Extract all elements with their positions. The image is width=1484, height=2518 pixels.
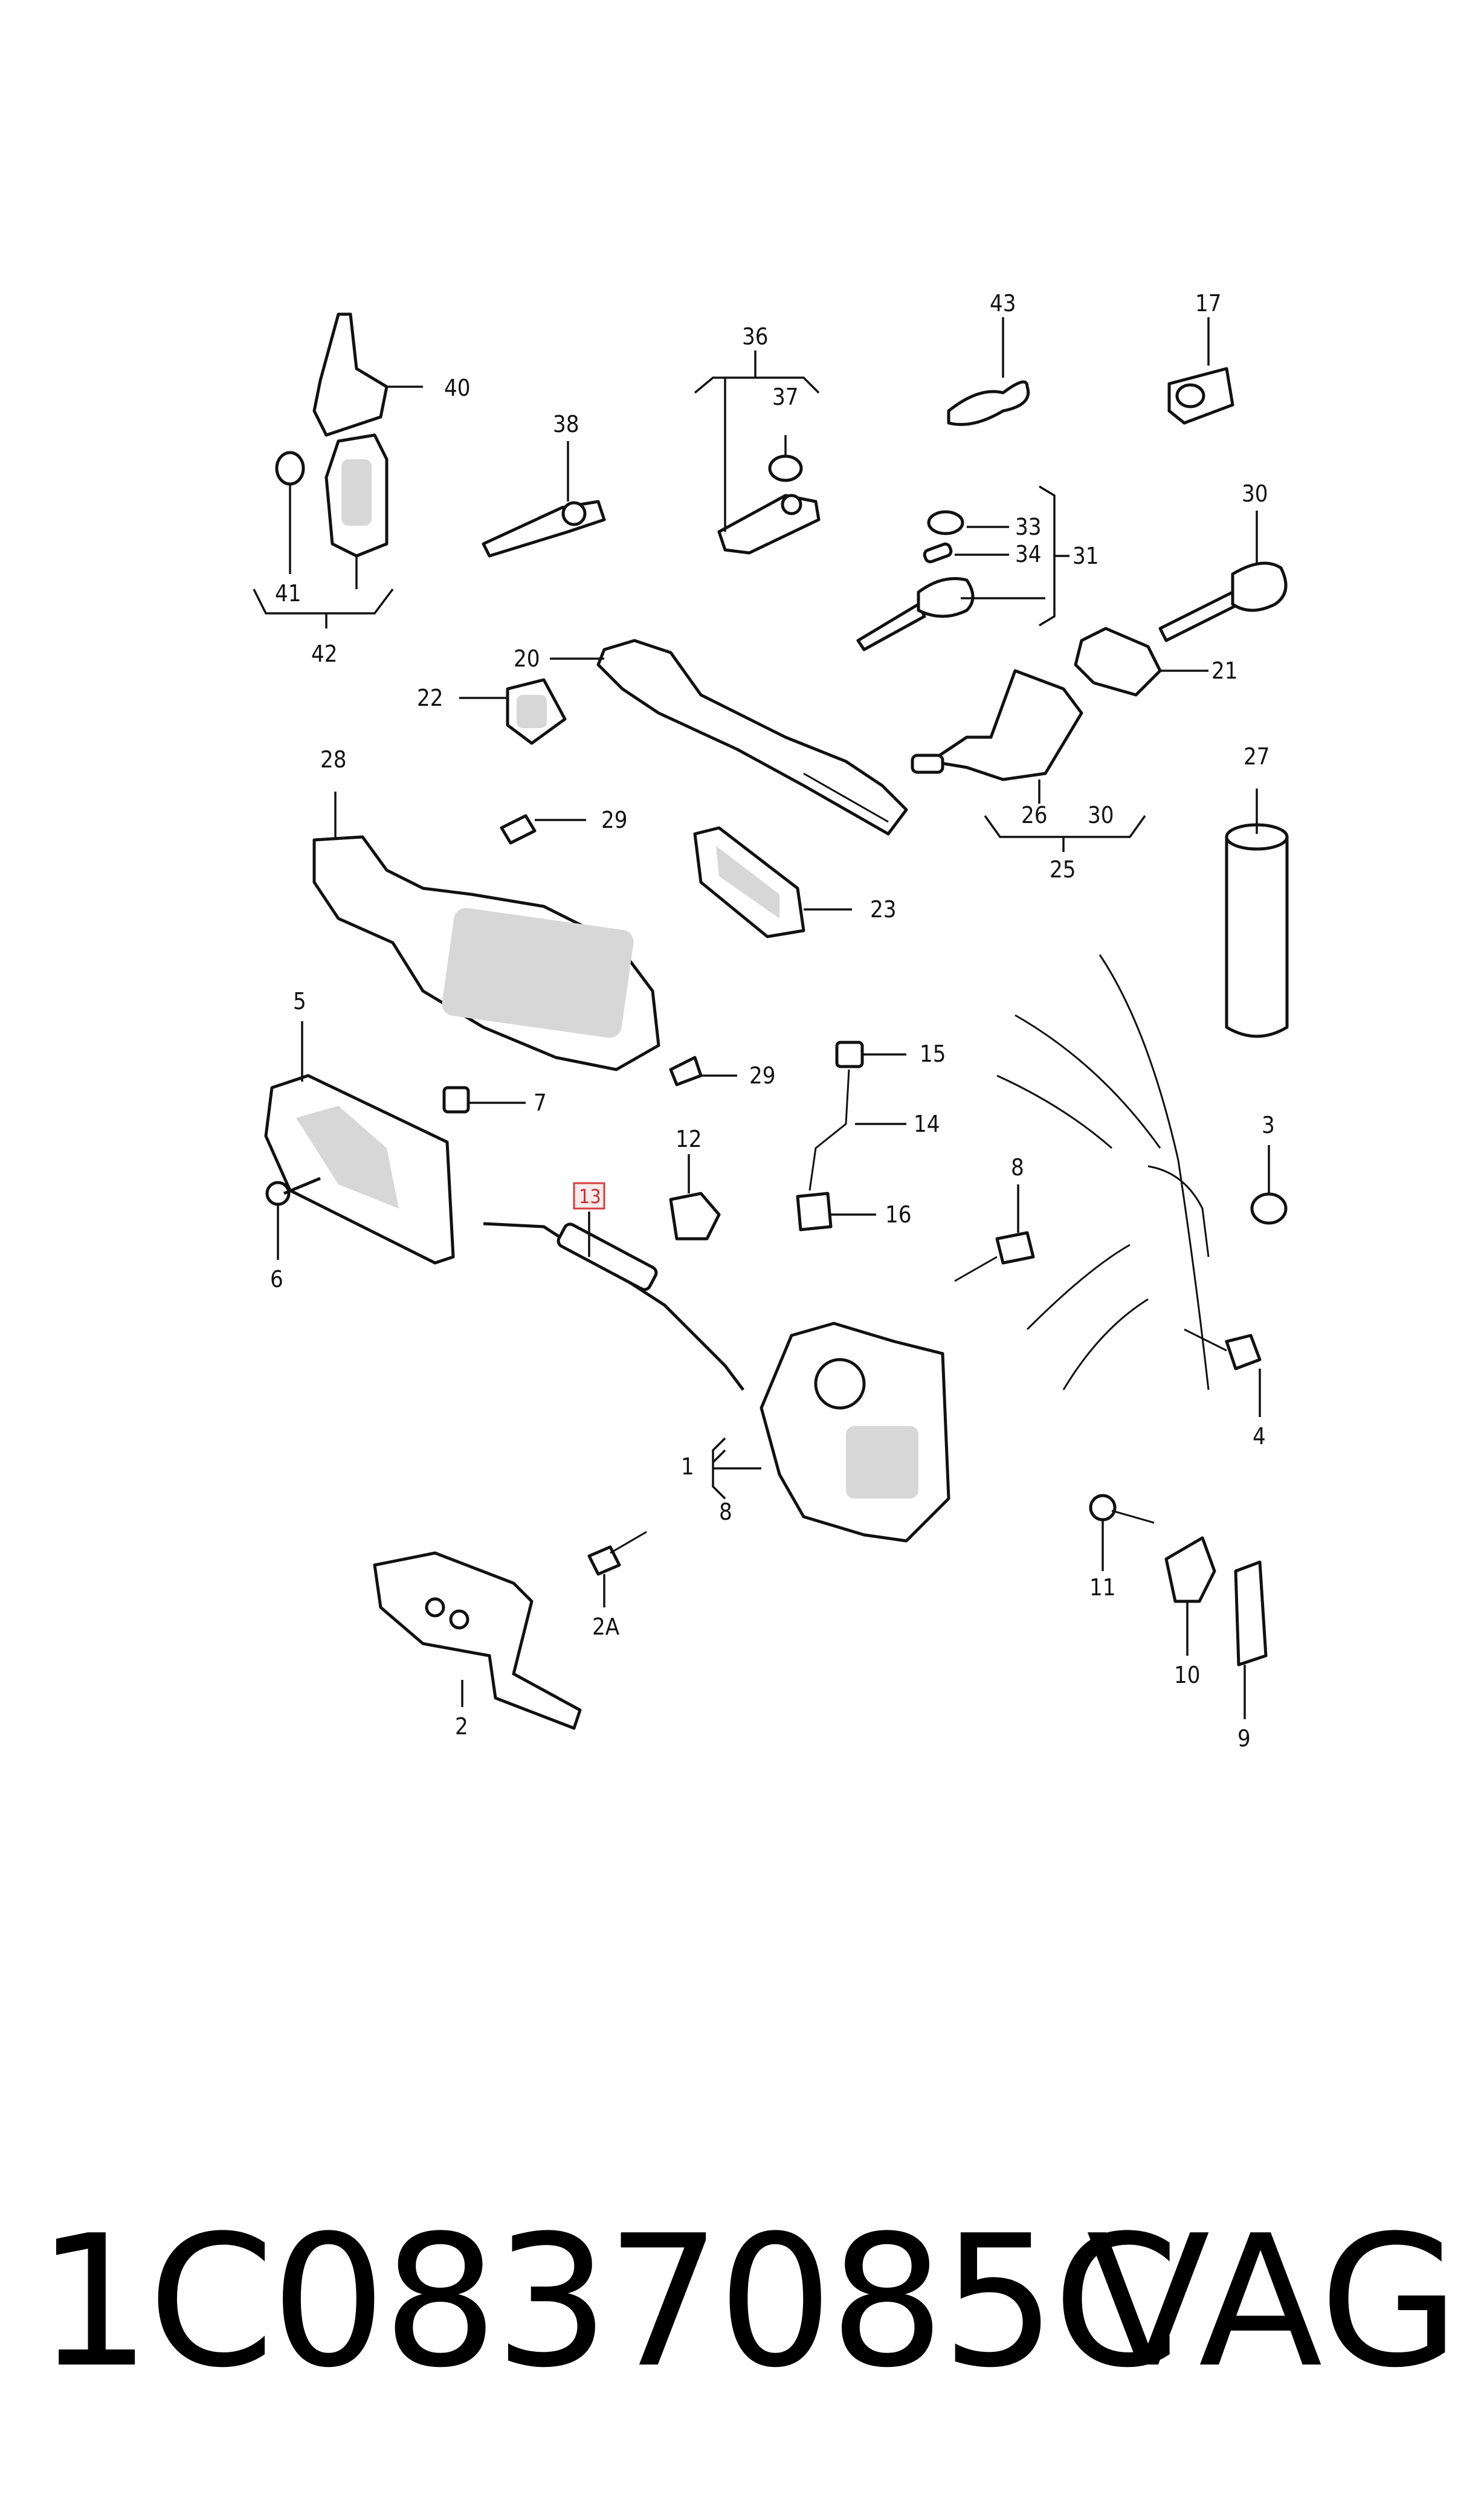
callout-2: 2 [455,1713,468,1740]
part-34-pin [923,542,953,564]
callout-20: 20 [514,645,540,672]
callout-4: 4 [1253,1423,1266,1450]
callout-40: 40 [444,375,471,401]
callout-26: 26 [1021,802,1048,828]
part-10-plate [1164,1536,1216,1603]
door-frame-outline [996,954,1210,1390]
part-17-cap [1167,367,1234,425]
callout-33: 33 [1015,514,1042,540]
part-9-striker-plate [1234,1560,1268,1667]
callout-42: 42 [311,641,338,667]
brand-label: VAG [1086,2197,1460,2407]
callout-6: 6 [270,1266,283,1293]
part-3-grommet [1250,1192,1288,1225]
part-8-microswitch [954,1231,1035,1282]
callout-10: 10 [1174,1662,1201,1688]
callout-30-top: 30 [1242,480,1268,507]
callout-34: 34 [1015,541,1042,567]
part-29-screw-lower [669,1056,703,1086]
callout-29-lower: 29 [749,1062,776,1089]
callout-25: 25 [1050,856,1076,883]
callout-41: 41 [275,580,302,607]
part-4-bolt [1184,1328,1262,1370]
part-number: 1C0837085C [36,2197,1179,2407]
part-2a-pin [587,1531,647,1576]
part-40-key-head [312,312,389,437]
callout-27: 27 [1244,743,1270,770]
callout-21: 21 [1211,657,1238,684]
callout-7: 7 [534,1090,547,1116]
callout-38: 38 [553,411,579,437]
part-30-key [1158,561,1288,642]
callout-13-highlight [573,1182,605,1210]
callout-17: 17 [1195,290,1222,317]
callout-3: 3 [1262,1112,1275,1138]
callout-labels: 40 41 42 38 36 37 43 17 33 34 31 30 21 2… [270,290,1275,1752]
part-13-release-cable [483,1222,744,1391]
callout-29-upper: 29 [601,807,628,833]
part-33-cap [927,510,964,535]
part-5-inner-handle-bezel [264,1074,455,1265]
part-43-gasket [947,380,1030,426]
part-22-gasket [506,678,567,745]
exploded-parts-diagram: 40 41 42 38 36 37 43 17 33 34 31 30 21 2… [253,290,1289,1752]
callout-31: 31 [1073,543,1099,569]
leader-lines [253,317,1270,1719]
callout-43: 43 [990,290,1016,317]
callout-23: 23 [870,896,897,923]
callout-8-right: 8 [1011,1154,1024,1181]
part-16-grommet [796,1192,833,1232]
callout-1: 1 [681,1453,694,1480]
callout-30-lower: 30 [1088,802,1114,828]
callout-12: 12 [676,1126,702,1152]
part-2-bracket [373,1551,582,1730]
part-27-spray-can [1225,823,1289,1038]
part-20-door-handle [596,639,908,836]
callout-5: 5 [293,988,306,1015]
callout-14: 14 [914,1111,940,1137]
part-31-key [856,577,975,651]
callout-8-lower: 8 [719,1499,732,1525]
callout-9: 9 [1237,1725,1251,1752]
part-42-remote-fob [324,433,389,558]
part-7-clip [442,1086,470,1114]
part-15-cap [835,1041,864,1068]
part-38-key-blade [482,500,606,558]
callout-15: 15 [920,1041,946,1067]
callout-16: 16 [885,1201,912,1228]
part-21-lock-cap [1074,627,1162,697]
callout-2a: 2A [592,1613,620,1640]
callout-13: 13 [579,1185,601,1208]
callout-28: 28 [320,746,347,773]
callout-37: 37 [772,384,799,410]
callout-36: 36 [742,323,769,350]
part-36-fob-housing [717,494,821,555]
callout-11: 11 [1089,1574,1116,1601]
callout-22: 22 [417,685,444,711]
part-1-door-lock [760,1322,950,1543]
part-6-screw [265,1177,321,1206]
part-14-rod [808,1069,850,1191]
part-41-ring [275,451,305,486]
part-29-screw-upper [500,814,537,845]
part-23-gasket [693,826,805,938]
part-12-clip [669,1192,721,1241]
part-11-bolt [1089,1494,1155,1524]
part-26-lock-cylinder [911,669,1083,781]
part-37-cap [768,454,803,482]
part-28-handle-carrier [312,835,660,1071]
